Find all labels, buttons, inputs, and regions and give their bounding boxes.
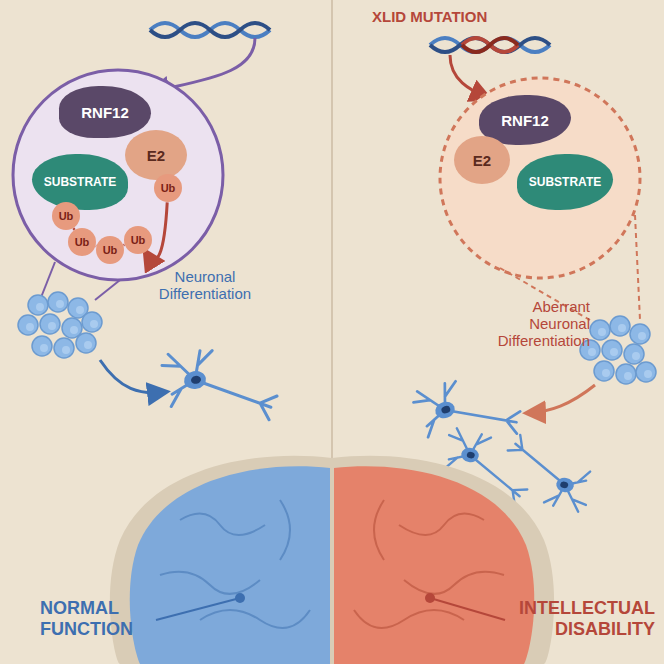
- complex-circle: [13, 70, 223, 280]
- differentiation-arrow: [100, 360, 165, 393]
- node-text: E2: [147, 147, 165, 164]
- leader-line: [156, 598, 240, 620]
- node-text: RNF12: [501, 112, 549, 129]
- differentiation-arrow: [528, 385, 595, 413]
- brain-right: [334, 466, 534, 664]
- leader-dot: [425, 593, 435, 603]
- node-text: SUBSTRATE: [529, 175, 601, 189]
- caption-label: INTELLECTUAL DISABILITY: [505, 598, 655, 640]
- caption-label: XLID MUTATION: [372, 8, 532, 25]
- brain-folds: [354, 500, 504, 628]
- protein-blob: E2: [454, 136, 510, 184]
- dna-helix: [430, 38, 550, 52]
- zoom-line: [95, 280, 120, 300]
- node-text: SUBSTRATE: [44, 175, 116, 189]
- caption-label: Neuronal Differentiation: [150, 268, 260, 302]
- cell-cluster: [18, 292, 102, 358]
- leader-line: [430, 598, 505, 620]
- node-text: Ub: [131, 234, 146, 246]
- neuron: [160, 337, 281, 437]
- node-text: RNF12: [81, 104, 129, 121]
- node-text: E2: [473, 152, 491, 169]
- skull-outline: [110, 456, 554, 664]
- brain-left: [130, 466, 330, 664]
- zoom-line: [635, 215, 640, 320]
- divider: [331, 0, 333, 460]
- cell-cluster: [580, 316, 656, 384]
- node-text: Ub: [103, 244, 118, 256]
- protein-blob: E2: [125, 130, 187, 180]
- protein-blob: RNF12: [59, 86, 151, 138]
- expression-arrow: [450, 55, 488, 98]
- node-text: Ub: [59, 210, 74, 222]
- caption-label: Aberrant Neuronal Differentiation: [470, 298, 590, 349]
- dna-helix: [150, 23, 270, 37]
- caption-label: NORMAL FUNCTION: [40, 598, 150, 640]
- complex-circle: [440, 78, 640, 278]
- node-text: Ub: [161, 182, 176, 194]
- brain-folds: [160, 500, 310, 628]
- leader-dot: [235, 593, 245, 603]
- node-text: Ub: [75, 236, 90, 248]
